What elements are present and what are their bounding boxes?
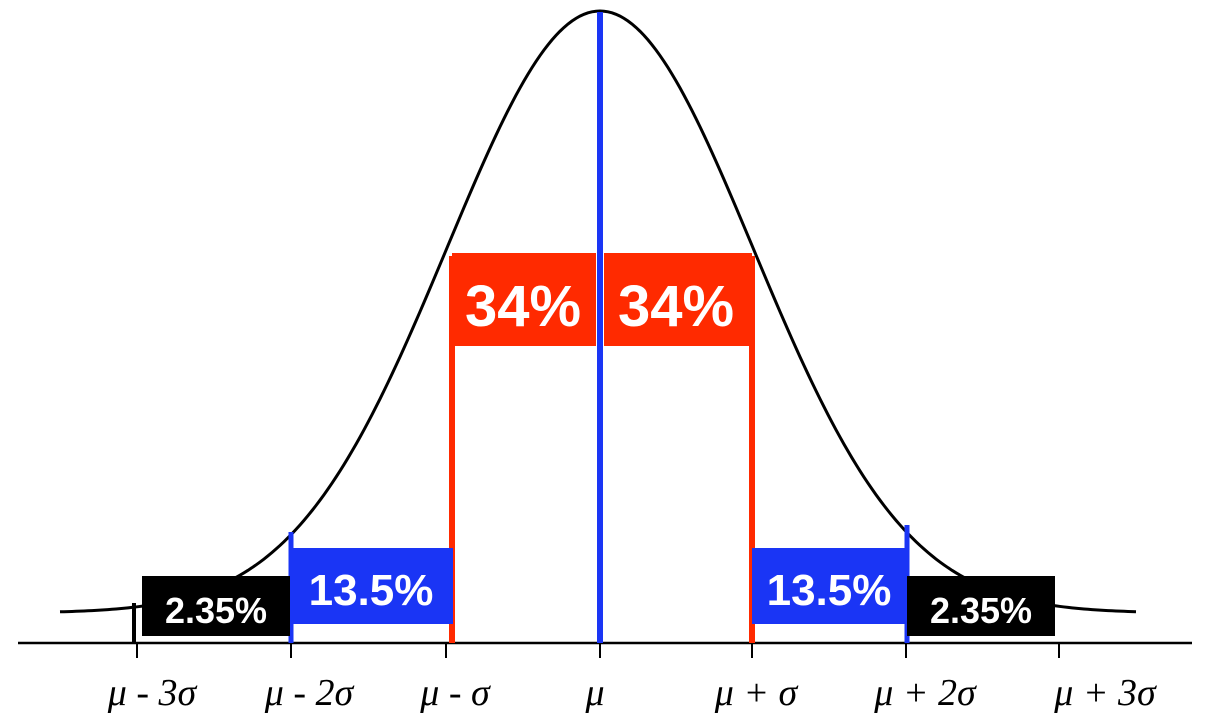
axis-label-plus-3-sigma: μ + 3σ — [1053, 672, 1157, 714]
band-right-mid: 13.5% — [752, 548, 907, 624]
band-box — [142, 576, 290, 636]
band-label: 13.5% — [767, 566, 892, 615]
band-box — [291, 548, 453, 624]
band-label: 13.5% — [309, 566, 434, 615]
band-box — [907, 576, 1055, 636]
band-box — [604, 253, 752, 346]
band-left-mid: 13.5% — [291, 548, 453, 624]
band-box — [752, 548, 907, 624]
bell-curve — [59, 9, 1137, 614]
band-label: 34% — [618, 274, 734, 339]
axis-label-plus-1-sigma: μ + σ — [714, 672, 799, 714]
band-right-tail: 2.35% — [907, 576, 1055, 636]
band-right-core: 34% — [604, 253, 752, 346]
band-label: 34% — [465, 274, 581, 339]
axis-label-minus-3-sigma: μ - 3σ — [107, 672, 198, 714]
axis-label-minus-1-sigma: μ - σ — [419, 672, 491, 714]
band-label: 2.35% — [165, 590, 267, 631]
axis-label-plus-2-sigma: μ + 2σ — [873, 672, 977, 714]
band-box — [452, 253, 596, 346]
axis-label-minus-2-sigma: μ - 2σ — [264, 672, 355, 714]
axis-label-mean: μ — [584, 672, 604, 714]
band-left-tail: 2.35% — [142, 576, 290, 636]
band-left-core: 34% — [452, 253, 596, 346]
axis-ticks — [136, 643, 1060, 658]
band-label: 2.35% — [930, 590, 1032, 631]
